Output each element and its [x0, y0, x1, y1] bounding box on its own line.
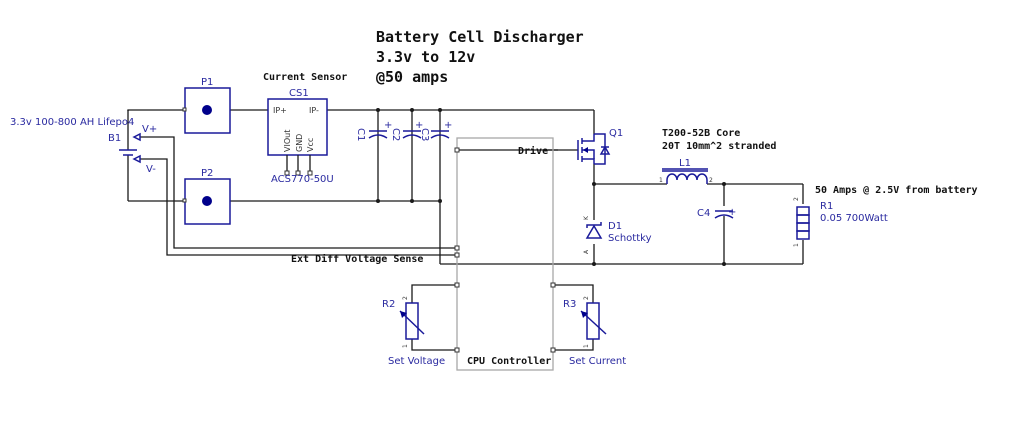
- svg-text:2: 2: [402, 296, 409, 300]
- v-minus-label: V-: [146, 164, 156, 175]
- capacitor-c3[interactable]: + C3: [419, 120, 452, 141]
- wire-r3-top: [553, 284, 594, 303]
- title-line-3: @50 amps: [376, 68, 448, 86]
- cpu-controller-label: CPU Controller: [467, 356, 551, 367]
- current-sensor-heading: Current Sensor: [263, 72, 347, 83]
- wire-r3-bottom: [553, 339, 594, 351]
- connector-p1-ref: P1: [201, 77, 213, 88]
- pot-r2[interactable]: 2 1 R2 Set Voltage: [382, 296, 445, 367]
- v-plus-terminal-icon: [132, 132, 141, 142]
- battery-ref: B1: [108, 133, 121, 144]
- d1-value: Schottky: [608, 233, 652, 244]
- junction-dots: [376, 108, 726, 266]
- pin-ip-plus: IP+: [273, 106, 287, 115]
- terminal-stud-icon: [202, 105, 212, 115]
- r3-ref: R3: [563, 299, 576, 310]
- svg-text:A: A: [583, 249, 590, 254]
- svg-text:1: 1: [793, 243, 800, 247]
- r1-ref: R1: [820, 201, 833, 212]
- terminal-stud-icon: [202, 196, 212, 206]
- sense-plus-pin: [454, 245, 460, 251]
- battery-b1[interactable]: 3.3v 100-800 AH Lifepo4 B1 V+ V-: [10, 117, 157, 175]
- connector-p2-ref: P2: [201, 168, 213, 179]
- current-sensor-cs1[interactable]: CS1 IP+ IP- VIOut GND Vcc ACS770-50U: [267, 88, 334, 185]
- pin-vcc: Vcc: [306, 138, 315, 152]
- pin-viout: VIOut: [283, 130, 292, 152]
- c4-ref: C4: [697, 208, 710, 219]
- l1-ref: L1: [679, 158, 691, 169]
- q1-ref: Q1: [609, 128, 623, 139]
- resistor-r1[interactable]: 2 1 R1 0.05 700Watt: [793, 197, 888, 247]
- d1-ref: D1: [608, 221, 622, 232]
- svg-text:1: 1: [659, 177, 663, 184]
- wire-r2-bottom: [411, 339, 458, 351]
- svg-text:C3: C3: [419, 128, 430, 141]
- set-voltage-pin-a: [454, 282, 460, 288]
- wire-sense-plus: [140, 136, 458, 249]
- sense-minus-pin: [454, 252, 460, 258]
- cs1-ref: CS1: [289, 88, 309, 99]
- title-line-1: Battery Cell Discharger: [376, 28, 584, 46]
- drive-label: Drive: [518, 145, 548, 157]
- capacitor-c4[interactable]: + C4: [697, 207, 736, 219]
- wires: [127, 109, 804, 351]
- wire-bplus-p1: [127, 109, 184, 111]
- capacitor-c1[interactable]: + C1: [355, 120, 392, 141]
- drive-pin: [454, 147, 460, 153]
- set-current-pin-b: [550, 347, 556, 353]
- svg-text:1: 1: [583, 344, 590, 348]
- title-line-2: 3.3v to 12v: [376, 48, 475, 66]
- wire-r2-top: [411, 284, 458, 303]
- set-current-pin-a: [550, 282, 556, 288]
- inductor-l1[interactable]: L1 1 2: [659, 158, 713, 184]
- set-voltage-pin-b: [454, 347, 460, 353]
- r3-label: Set Current: [569, 356, 626, 367]
- diode-d1[interactable]: K A D1 Schottky: [583, 215, 652, 254]
- wire-sense-minus: [140, 158, 458, 256]
- svg-text:C2: C2: [390, 128, 401, 141]
- r2-ref: R2: [382, 299, 395, 310]
- connector-p1[interactable]: P1: [182, 77, 231, 134]
- v-minus-terminal-icon: [132, 154, 141, 164]
- mosfet-q1[interactable]: Q1: [577, 128, 623, 165]
- battery-value: 3.3v 100-800 AH Lifepo4: [10, 117, 134, 128]
- v-plus-label: V+: [142, 124, 157, 135]
- load-note: 50 Amps @ 2.5V from battery: [815, 185, 978, 196]
- svg-text:2: 2: [583, 296, 590, 300]
- pin-gnd: GND: [295, 134, 304, 152]
- svg-text:2: 2: [709, 177, 713, 184]
- sense-label: Ext Diff Voltage Sense: [291, 253, 423, 265]
- svg-text:+: +: [384, 120, 392, 131]
- cpu-controller-box: [456, 137, 554, 371]
- pot-r3[interactable]: 2 1 R3 Set Current: [563, 296, 626, 367]
- cpu-controller[interactable]: CPU Controller Drive: [454, 137, 556, 371]
- connector-p2[interactable]: P2: [182, 168, 231, 225]
- svg-text:1: 1: [402, 344, 409, 348]
- pin-ip-minus: IP-: [309, 106, 319, 115]
- svg-text:+: +: [444, 120, 452, 131]
- svg-text:2: 2: [793, 197, 800, 201]
- inductor-note-2: 20T 10mm^2 stranded: [662, 141, 776, 152]
- r1-value: 0.05 700Watt: [820, 213, 888, 224]
- svg-text:+: +: [728, 207, 736, 218]
- svg-text:+: +: [415, 120, 423, 131]
- capacitor-c2[interactable]: + C2: [390, 120, 423, 141]
- cs1-part: ACS770-50U: [271, 174, 334, 185]
- inductor-note-1: T200-52B Core: [662, 128, 740, 139]
- r2-label: Set Voltage: [388, 356, 445, 367]
- svg-text:C1: C1: [355, 128, 366, 141]
- svg-text:K: K: [583, 215, 590, 220]
